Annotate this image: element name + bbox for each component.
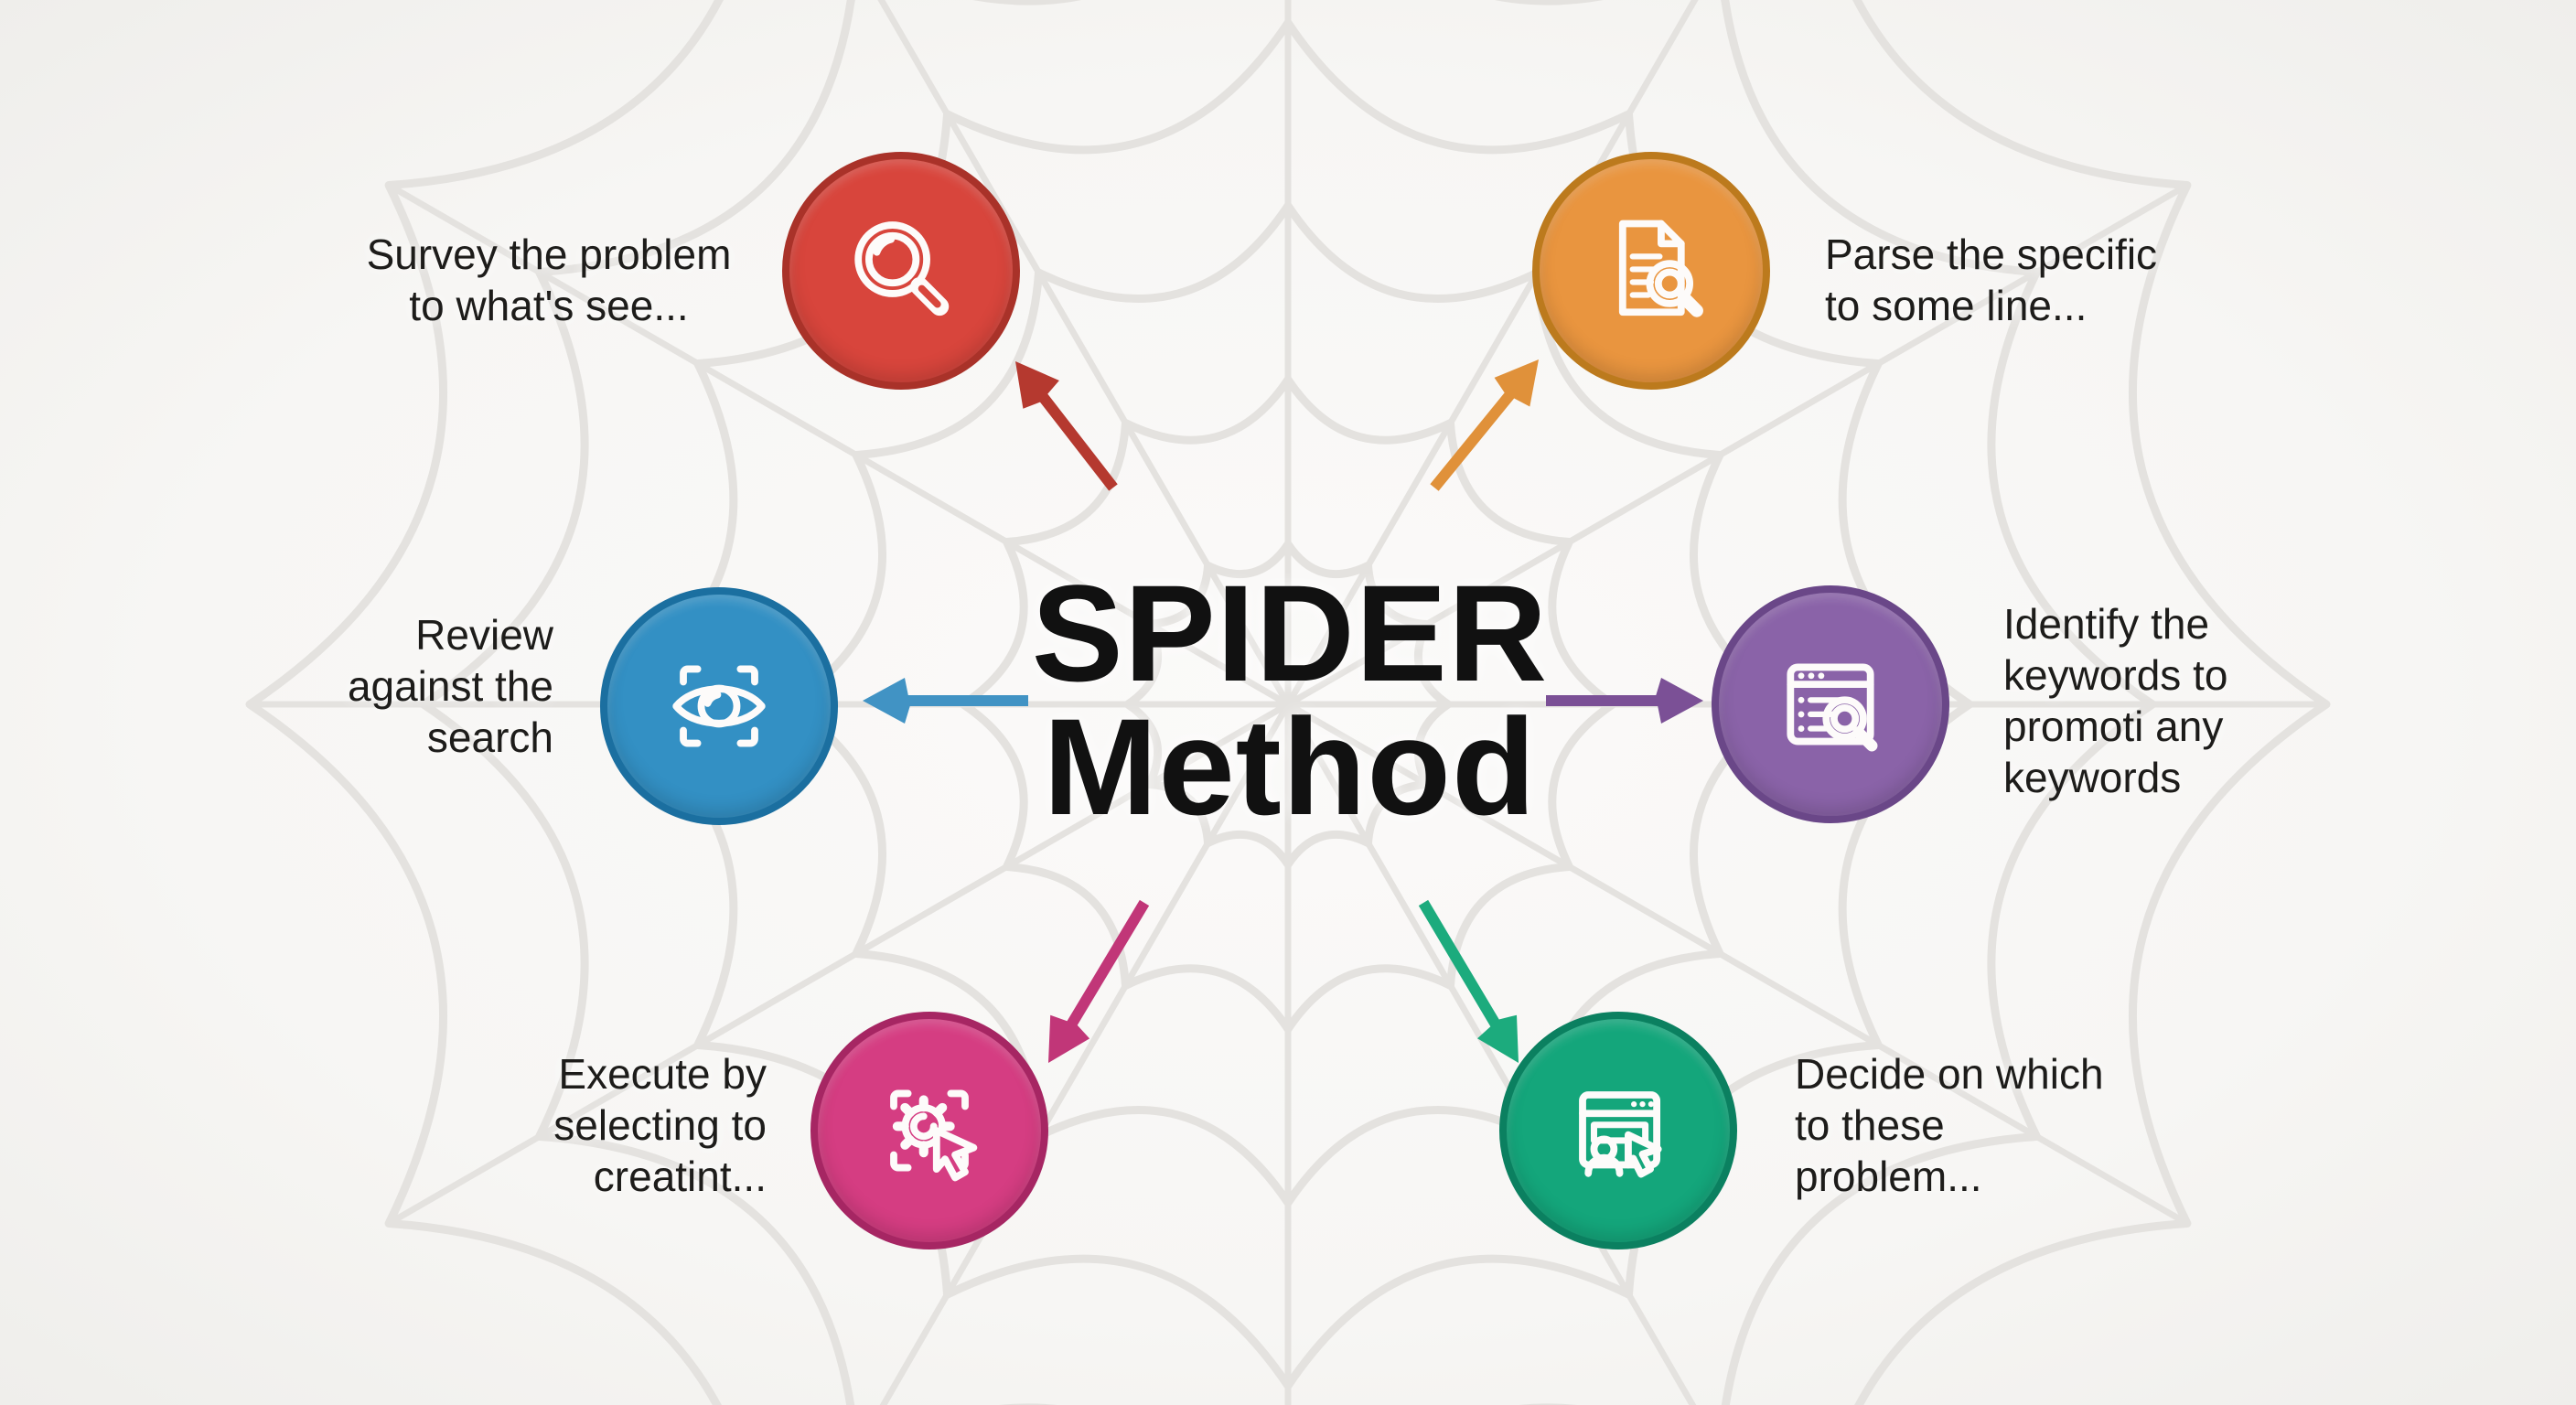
magnifier-icon — [854, 221, 950, 316]
eye-scan-icon — [672, 665, 766, 747]
gear-cursor-icon — [890, 1089, 978, 1182]
execute-label: Execute by selecting to creatint... — [553, 1050, 767, 1201]
survey-label: Survey the problem to what's see... — [366, 231, 732, 330]
parse-label: Parse the specific to some line... — [1825, 231, 2158, 330]
document-search-icon — [1618, 220, 1703, 317]
survey-circle — [782, 152, 1020, 390]
review-circle — [600, 587, 838, 825]
identify-circle — [1712, 585, 1949, 823]
execute-circle — [810, 1012, 1048, 1249]
review-label: Review against the search — [347, 611, 553, 762]
browser-search-icon — [1787, 663, 1878, 752]
parse-circle — [1532, 152, 1770, 390]
diagram-title: SPIDER Method — [1031, 556, 1549, 843]
decide-label: Decide on which to these problem... — [1795, 1050, 2104, 1201]
identify-label: Identify the keywords to promoti any key… — [2003, 600, 2228, 802]
decide-circle — [1499, 1012, 1737, 1249]
browser-user-click-icon — [1579, 1091, 1662, 1178]
